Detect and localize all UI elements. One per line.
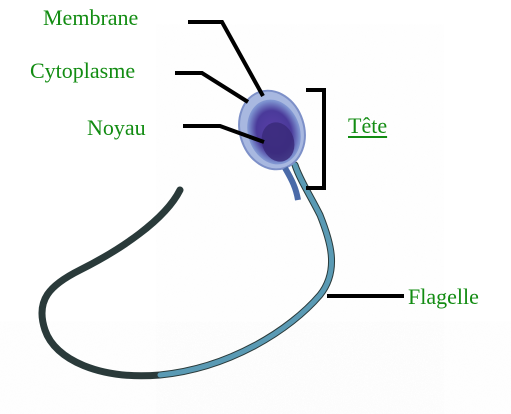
label-tete: Tête xyxy=(348,114,387,138)
label-cytoplasme: Cytoplasme xyxy=(30,59,135,83)
label-flagelle: Flagelle xyxy=(408,285,479,309)
label-membrane: Membrane xyxy=(43,6,138,30)
label-noyau: Noyau xyxy=(87,116,146,140)
